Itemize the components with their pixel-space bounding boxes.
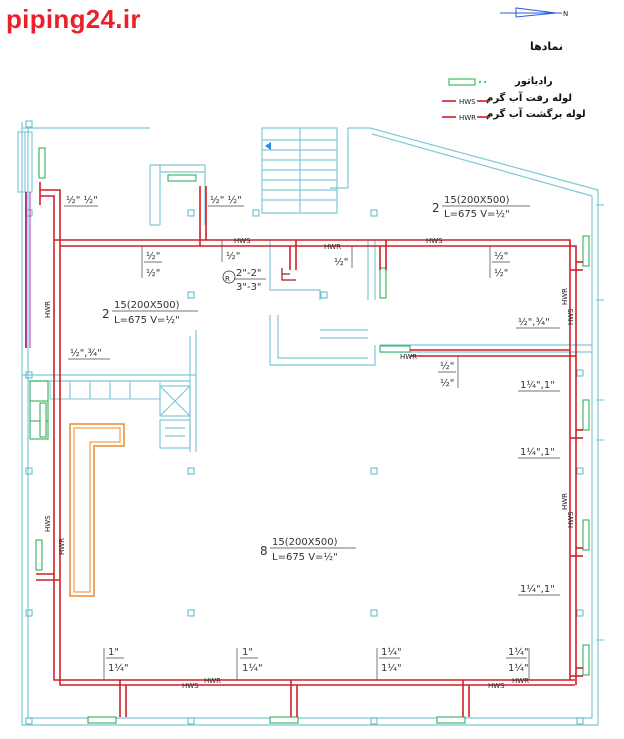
svg-text:½": ½" bbox=[226, 250, 240, 262]
svg-text:1": 1" bbox=[108, 647, 119, 658]
svg-text:½": ½" bbox=[146, 267, 160, 279]
svg-text:R: R bbox=[225, 275, 230, 283]
svg-text:½": ½" bbox=[146, 250, 160, 262]
svg-text:1¼": 1¼" bbox=[508, 646, 529, 658]
svg-text:½": ½" bbox=[334, 256, 348, 268]
tag-hwr-left-2: HWR bbox=[58, 538, 66, 555]
legend-title: نمادها bbox=[530, 40, 564, 53]
tag-hwr-right-2: HWR bbox=[561, 493, 569, 510]
svg-text:15(200X500): 15(200X500) bbox=[114, 300, 180, 311]
svg-text:1": 1" bbox=[242, 647, 253, 658]
legend-return-label: لوله برگشت آب گرم bbox=[486, 109, 586, 120]
svg-text:½": ½" bbox=[494, 267, 508, 279]
svg-text:1¼",1": 1¼",1" bbox=[520, 379, 555, 391]
svg-text:2: 2 bbox=[102, 307, 110, 321]
riser-mark: R 2"-2" 3"-3" bbox=[222, 268, 266, 293]
tag-hws-right: HWS bbox=[567, 308, 575, 325]
tag-hws-left: HWS bbox=[44, 515, 52, 532]
legend-radiator-label: رادیاتور bbox=[515, 76, 553, 87]
columns bbox=[25, 120, 584, 725]
tag-hwr-bottom-right: HWR bbox=[512, 677, 529, 685]
tag-hws-top: HWS bbox=[234, 237, 251, 245]
walls bbox=[17, 122, 604, 726]
radiators bbox=[35, 147, 590, 724]
north-arrow: N bbox=[500, 7, 568, 18]
svg-text:1¼": 1¼" bbox=[108, 662, 129, 674]
svg-text:½" ½": ½" ½" bbox=[66, 194, 98, 206]
room-label-2: 2 15(200X500) L=675 V=½" bbox=[102, 300, 198, 326]
tag-hwr-bottom: HWR bbox=[204, 677, 221, 685]
planters bbox=[29, 380, 161, 440]
svg-text:1¼": 1¼" bbox=[381, 646, 402, 658]
svg-text:1¼",1": 1¼",1" bbox=[520, 446, 555, 458]
svg-text:15(200X500): 15(200X500) bbox=[444, 195, 510, 206]
svg-text:2"-2": 2"-2" bbox=[236, 268, 262, 279]
svg-text:8: 8 bbox=[260, 544, 268, 558]
svg-text:½",¾": ½",¾" bbox=[70, 347, 102, 359]
tag-hwr-mid: HWR bbox=[400, 353, 417, 361]
tag-hws-bottom-right: HWS bbox=[488, 682, 505, 690]
svg-text:½": ½" bbox=[440, 377, 454, 389]
tag-hws-bottom: HWS bbox=[182, 682, 199, 690]
svg-text:½" ½": ½" ½" bbox=[210, 194, 242, 206]
tag-hwr-top: HWR bbox=[324, 243, 341, 251]
legend-hwr-tag: HWR bbox=[459, 114, 476, 122]
watermark: piping24.ir bbox=[6, 4, 141, 34]
room-label-1: 2 15(200X500) L=675 V=½" bbox=[432, 195, 530, 220]
legend-symbols: HWS HWR bbox=[442, 78, 490, 122]
legend-supply-label: لوله رفت آب گرم bbox=[486, 93, 573, 104]
svg-text:L=675 V=½": L=675 V=½" bbox=[114, 314, 180, 326]
legend-hws-tag: HWS bbox=[459, 98, 476, 106]
svg-text:1¼",1": 1¼",1" bbox=[520, 583, 555, 595]
size-annotations: ½" ½" ½" ½" ½" ½" ½" ½" ½" ½" ½",¾" ½",¾… bbox=[64, 194, 560, 680]
svg-text:½": ½" bbox=[440, 360, 454, 372]
svg-text:1¼": 1¼" bbox=[508, 662, 529, 674]
pipe-network bbox=[36, 182, 583, 717]
svg-text:L=675 V=½": L=675 V=½" bbox=[272, 551, 338, 563]
svg-text:2: 2 bbox=[432, 201, 440, 215]
svg-text:½",¾": ½",¾" bbox=[518, 316, 550, 328]
room-label-3: 8 15(200X500) L=675 V=½" bbox=[260, 537, 356, 563]
svg-text:3"-3": 3"-3" bbox=[236, 282, 262, 293]
tag-hws-right-2: HWS bbox=[567, 511, 575, 528]
tag-hwr-left: HWR bbox=[44, 301, 52, 318]
counter-outline bbox=[69, 423, 125, 597]
north-label: N bbox=[563, 10, 568, 18]
tag-hwr-right: HWR bbox=[561, 288, 569, 305]
svg-text:L=675 V=½": L=675 V=½" bbox=[444, 208, 510, 220]
svg-text:1¼": 1¼" bbox=[242, 662, 263, 674]
tag-hws-top-right: HWS bbox=[426, 237, 443, 245]
stair-treads bbox=[262, 128, 337, 213]
pipe-tags: HWS HWR HWS HWR HWR HWS HWR HWS HWR HWS … bbox=[44, 237, 575, 690]
svg-text:½": ½" bbox=[494, 250, 508, 262]
svg-text:1¼": 1¼" bbox=[381, 662, 402, 674]
svg-text:15(200X500): 15(200X500) bbox=[272, 537, 338, 548]
